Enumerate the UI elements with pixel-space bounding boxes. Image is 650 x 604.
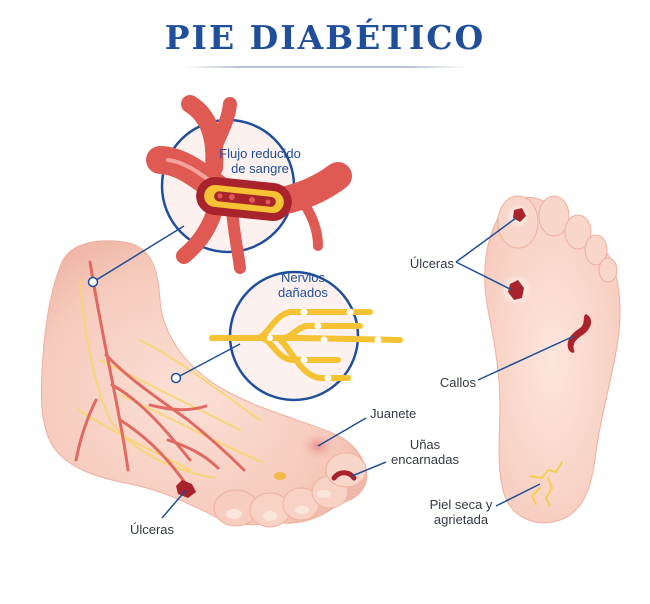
callout-lines	[92, 217, 575, 519]
side-toe-nail	[317, 490, 331, 498]
ingrown-nail-mark	[331, 470, 357, 481]
sole-ulcer-ball	[508, 280, 524, 300]
page-title: PIE DIABÉTICO	[164, 18, 486, 57]
label-ingrown-nails: Uñas encarnadas	[391, 437, 459, 467]
label-dry-skin: Piel seca y agrietada	[429, 497, 493, 527]
blood-cell	[217, 193, 223, 199]
label-ulcers-right: Úlceras	[409, 256, 454, 271]
blood-cell	[249, 197, 255, 203]
nerve-fibers	[209, 309, 403, 381]
sole-toe-4	[584, 234, 608, 266]
side-toe-nail	[295, 506, 309, 514]
callout-line-dry-skin	[495, 483, 541, 507]
anchor-blood-flow	[87, 276, 99, 288]
ulcer-left-mark	[176, 480, 196, 498]
callout-line-nerves	[175, 343, 241, 379]
label-bunion: Juanete	[370, 406, 417, 421]
callout-line-ulcer-right-a	[455, 217, 517, 263]
callout-line-ulcer-left	[161, 489, 187, 519]
blood-cell	[265, 199, 271, 205]
anchor-nerves	[170, 372, 182, 384]
side-big-toe	[325, 452, 367, 488]
nerve-damage-dots	[267, 308, 382, 382]
callout-anchors	[87, 276, 182, 384]
sole-toe-5	[598, 257, 618, 283]
label-calluses: Callos	[439, 375, 476, 390]
side-toe-nail	[263, 511, 277, 521]
sole-toe-3	[564, 214, 592, 250]
blood-flow-inset	[146, 95, 352, 274]
blood-cell	[229, 194, 235, 200]
label-nerves: Nervios dañados	[278, 270, 328, 300]
narrow-lumen	[214, 191, 276, 207]
side-toe-nail	[226, 509, 242, 519]
title-underline	[183, 66, 467, 68]
callout-line-blood-flow	[92, 225, 185, 283]
callout-line-ulcer-right-b	[455, 261, 513, 291]
side-foot	[40, 240, 368, 528]
callout-line-calluses	[477, 335, 575, 381]
callout-line-bunion	[317, 417, 367, 447]
label-blood-flow: Flujo reducido de sangre	[219, 146, 301, 176]
small-blister	[274, 472, 286, 480]
callout-line-ingrown	[351, 461, 387, 477]
callus-mark	[567, 314, 592, 353]
sole-foot	[484, 195, 621, 524]
dry-skin-cracks	[529, 461, 563, 507]
nerves-inset	[209, 270, 403, 402]
sole-toe-2	[538, 195, 570, 237]
label-ulcers-left: Úlceras	[129, 522, 175, 537]
